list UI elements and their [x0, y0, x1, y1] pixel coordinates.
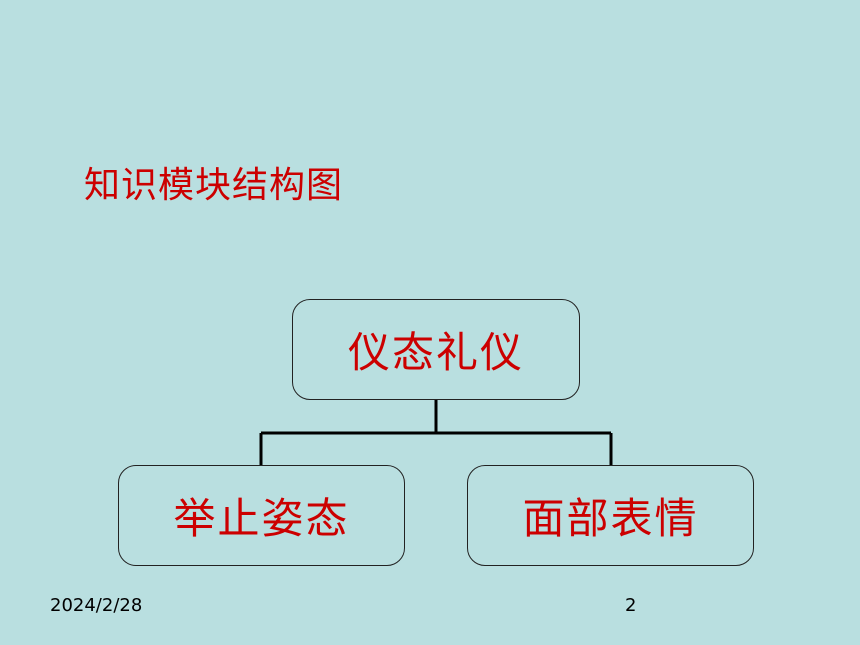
diagram-node-child-2: 面部表情: [467, 465, 754, 566]
diagram-node-child-1-label: 举止姿态: [173, 494, 350, 543]
diagram-node-child-1: 举止姿态: [118, 465, 405, 566]
diagram-node-root: 仪态礼仪: [292, 299, 580, 400]
footer-date: 2024/2/28: [50, 595, 143, 616]
slide-title: 知识模块结构图: [84, 165, 344, 206]
diagram-node-root-label: 仪态礼仪: [347, 328, 524, 377]
diagram-node-child-2-label: 面部表情: [522, 494, 699, 543]
footer-page-number: 2: [625, 595, 637, 616]
